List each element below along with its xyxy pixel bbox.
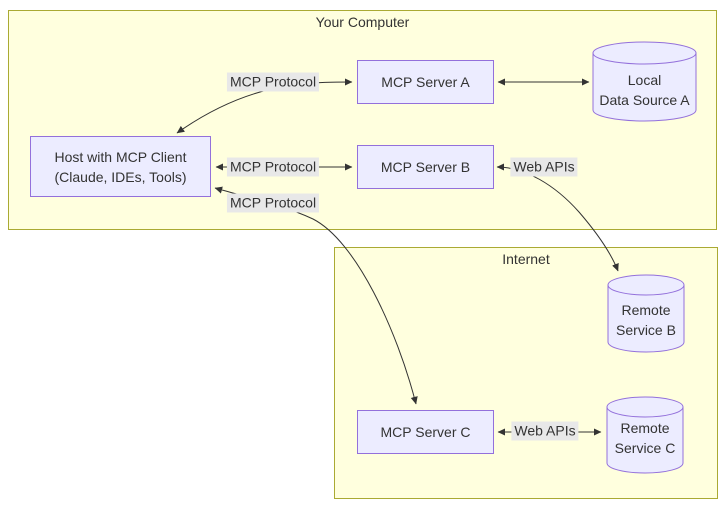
node-mcp-server-b-label: MCP Server B <box>380 159 471 175</box>
node-mcp-server-c: MCP Server C <box>357 410 494 454</box>
node-host-with-mcp-client: Host with MCP Client (Claude, IDEs, Tool… <box>30 136 211 197</box>
edge-server-b-to-remote-b <box>496 163 619 272</box>
cluster-your-computer-title: Your Computer <box>315 14 410 30</box>
edge-label-mcp-protocol-c: MCP Protocol <box>226 193 320 213</box>
edge-host-to-server-c <box>214 186 418 405</box>
edge-label-web-apis-b: Web APIs <box>510 157 578 177</box>
edge-label-web-apis-c: Web APIs <box>511 421 579 441</box>
node-host-line1: Host with MCP Client <box>54 148 187 165</box>
node-host-line2: (Claude, IDEs, Tools) <box>54 168 187 185</box>
node-mcp-server-b: MCP Server B <box>357 145 494 189</box>
node-mcp-server-a-label: MCP Server A <box>381 74 470 90</box>
local-data-source-a-cylinder <box>592 41 697 122</box>
remote-service-b-cylinder <box>607 274 685 353</box>
node-mcp-server-a: MCP Server A <box>357 60 494 104</box>
edge-label-mcp-protocol-b: MCP Protocol <box>226 157 320 177</box>
node-mcp-server-c-label: MCP Server C <box>380 424 471 440</box>
edge-label-mcp-protocol-a: MCP Protocol <box>226 72 320 92</box>
remote-service-c-cylinder <box>606 396 684 474</box>
